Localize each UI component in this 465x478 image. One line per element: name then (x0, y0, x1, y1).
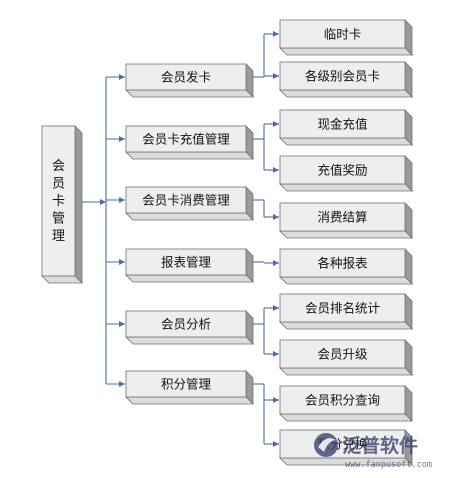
fanpu-logo-icon (314, 433, 338, 457)
child-box: 临时卡 (279, 19, 413, 56)
child-label: 各级别会员卡 (305, 69, 380, 84)
connector-lines (75, 31, 279, 447)
root-label: 会员卡管理 (52, 159, 65, 244)
child-box: 会员排名统计 (279, 293, 413, 330)
child-box: 积分兑换 (279, 429, 413, 466)
child-box: 会员升级 (279, 339, 413, 376)
category-label: 会员卡充值管理 (142, 132, 230, 147)
child-label: 充值奖励 (317, 163, 367, 178)
category-box: 积分管理 (125, 370, 254, 405)
category-box: 报表管理 (125, 248, 254, 283)
watermark-brand: 泛普软件 (342, 434, 418, 457)
watermark: 泛普软件 www.fanpusoft.com (314, 433, 432, 470)
category-box: 会员分析 (125, 310, 254, 345)
category-box: 会员卡充值管理 (125, 125, 254, 160)
child-label: 现金充值 (317, 117, 367, 132)
category-label: 积分管理 (161, 377, 212, 392)
category-label: 会员发卡 (161, 70, 211, 85)
child-label: 会员升级 (317, 347, 368, 362)
category-label: 报表管理 (161, 255, 212, 270)
child-label: 消费结算 (317, 210, 367, 225)
child-label: 会员积分查询 (305, 393, 380, 408)
root-box: 会员卡管理 (41, 125, 83, 284)
category-box: 会员发卡 (125, 63, 254, 98)
child-label: 会员排名统计 (305, 301, 380, 316)
watermark-url: www.fanpusoft.com (345, 460, 432, 470)
category-box: 会员卡消费管理 (125, 186, 254, 221)
child-box: 充值奖励 (279, 155, 413, 192)
child-box: 现金充值 (279, 109, 413, 146)
child-label: 各种报表 (317, 256, 368, 271)
category-label: 会员分析 (161, 317, 211, 332)
child-box: 消费结算 (279, 202, 413, 239)
category-label: 会员卡消费管理 (142, 193, 230, 208)
child-box: 各级别会员卡 (279, 61, 413, 98)
child-box: 会员积分查询 (279, 385, 413, 422)
child-label: 临时卡 (324, 27, 362, 42)
child-box: 各种报表 (279, 248, 413, 285)
